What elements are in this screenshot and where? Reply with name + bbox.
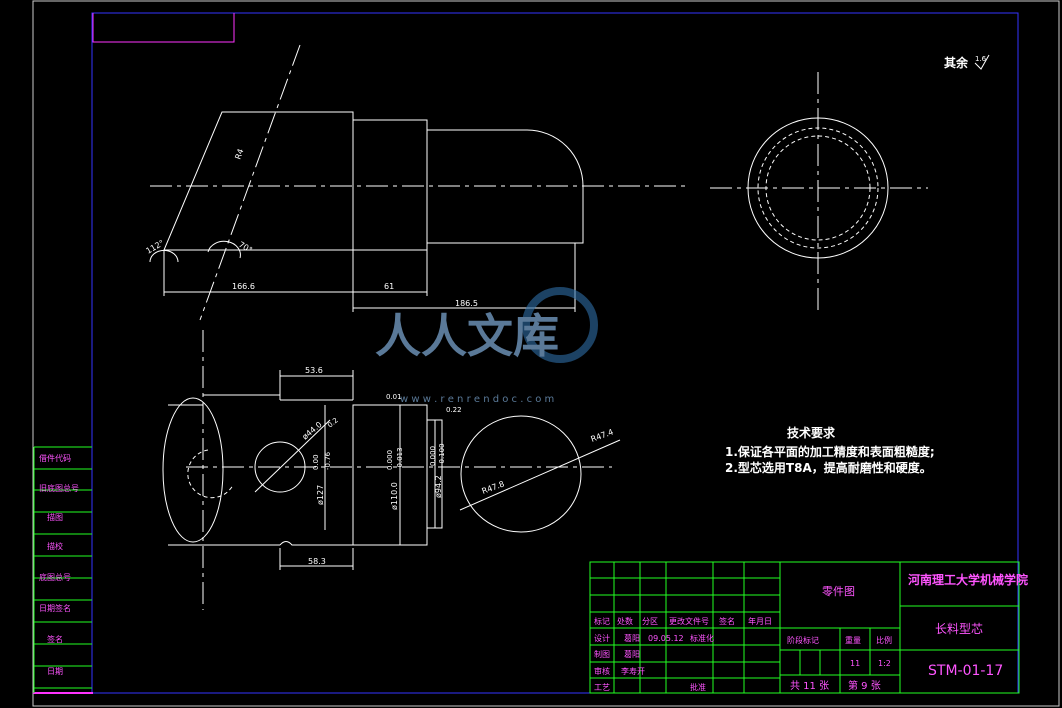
dim-dia-44: ø44.0: [301, 420, 324, 441]
end-view-circles: [710, 72, 928, 312]
hatched-middle-part: [352, 119, 428, 251]
dim-r47-8: R47.8: [481, 479, 506, 495]
side-label-5: 底图总号: [39, 572, 71, 582]
top-left-code-box: [92, 13, 235, 43]
dim-r47-4: R47.4: [590, 427, 615, 443]
watermark-url: w w w . r e n r e n d o c . c o m: [400, 394, 554, 405]
tb-check-name: 李寿开: [621, 666, 645, 676]
side-label-7: 签名: [47, 634, 63, 644]
dim-dia-127-up: 0.00: [312, 454, 320, 470]
tb-h-zone: 分区: [642, 617, 658, 626]
dim-angle-70: 70°: [237, 240, 254, 255]
tb-draw-name: 葛阳: [624, 649, 640, 659]
tb-weight-value: 11: [850, 659, 860, 668]
tb-proc-label: 工艺: [594, 683, 610, 692]
dim-58: 58.3: [308, 557, 326, 566]
tb-stage-label: 阶段标记: [787, 635, 819, 645]
watermark-text: 人人文库: [375, 309, 559, 363]
surface-finish-note: 其余 1.6: [944, 54, 990, 70]
dim-166: 166.6: [232, 282, 255, 291]
tb-design-label: 设计: [594, 633, 610, 643]
surface-finish-label: 其余: [944, 55, 969, 70]
tb-weight-label: 重量: [845, 635, 861, 645]
tb-h-count: 处数: [617, 616, 633, 626]
watermark: 人人文库 w w w . r e n r e n d o c . c o m: [375, 287, 598, 405]
side-label-2: 旧底图总号: [39, 483, 79, 493]
surface-finish-value: 1.6: [975, 55, 987, 63]
tb-design-date: 09.05.12: [648, 634, 684, 643]
gdt-value-2: 0.22: [446, 406, 462, 414]
dim-186: 186.5: [455, 299, 478, 308]
side-label-3: 描图: [47, 512, 63, 522]
side-label-6: 日期签名: [39, 603, 71, 613]
tb-approve-label: 批准: [690, 682, 706, 692]
outer-frame: [32, 0, 1060, 707]
middle-cylinder: [352, 404, 428, 546]
elliptical-end: [162, 397, 224, 543]
tb-sheet-no: 第 9 张: [848, 679, 881, 692]
tb-h-doc: 更改文件号: [669, 616, 709, 626]
dim-dia-127: ø127: [316, 485, 325, 505]
tb-h-sign: 签名: [719, 616, 735, 626]
tb-drawing-no: STM-01-17: [928, 663, 1003, 679]
tb-scale-label: 比例: [876, 635, 892, 645]
tb-check-label: 审核: [594, 666, 610, 676]
dim-dia-110-up: 0.000: [386, 450, 394, 470]
gdt-value-1: 0.01: [386, 393, 402, 401]
tb-drawing-type: 零件图: [822, 585, 855, 598]
section-view-top: 166.6 61 186.5 112° 70° R4: [145, 44, 690, 321]
dim-dia-94: ø94.2: [434, 475, 443, 498]
dim-dia-110-lo: -0.013: [396, 447, 404, 470]
tech-req-line2: 2.型芯选用T8A，提高耐磨性和硬度。: [725, 460, 932, 475]
side-label-column: 借件代码 旧底图总号 描图 描校 底图总号 日期签名 签名 日期: [33, 446, 92, 693]
dim-dia-44-tol: 0.2: [326, 416, 340, 429]
dim-dia-127-lo: -0.76: [324, 451, 332, 470]
dim-dia-94-up: 0.000: [429, 446, 437, 466]
side-label-1: 借件代码: [39, 453, 71, 463]
side-view-bottom: 53.6 58.3 ø44.0 0.2 ø127 0.00 -0.76 ø110…: [162, 330, 621, 610]
tech-req-line1: 1.保证各平面的加工精度和表面粗糙度;: [725, 444, 935, 459]
tb-std-label: 标准化: [690, 633, 714, 643]
watermark-logo-icon: [522, 287, 598, 363]
side-label-4: 描校: [47, 541, 63, 551]
roughness-symbol-icon: [974, 54, 990, 70]
end-ellipse: [460, 415, 582, 533]
tb-part-name: 长料型芯: [935, 622, 983, 636]
hidden-hole: [187, 449, 234, 499]
dim-61: 61: [384, 282, 394, 291]
technical-requirements: 技术要求 1.保证各平面的加工精度和表面粗糙度; 2.型芯选用T8A，提高耐磨性…: [725, 425, 935, 475]
tb-h-mark: 标记: [594, 616, 610, 626]
dim-dia-110: ø110.0: [390, 482, 399, 510]
tb-draw-label: 制图: [594, 649, 610, 659]
tb-org: 河南理工大学机械学院: [907, 572, 1028, 587]
dim-dia-94-lo: -0.100: [438, 443, 446, 466]
title-block: 标记 处数 分区 更改文件号 签名 年月日 设计 葛阳 09.05.12 标准化…: [589, 561, 1028, 694]
dim-53: 53.6: [305, 366, 323, 375]
tech-req-title: 技术要求: [787, 425, 836, 440]
tb-scale-value: 1:2: [878, 659, 891, 668]
tb-total-sheets: 共 11 张: [790, 680, 829, 692]
centerline-slant: [199, 44, 301, 321]
inner-frame: [91, 12, 1019, 694]
hatched-slanted-part: [163, 111, 354, 251]
tb-design-name: 葛阳: [624, 633, 640, 643]
tb-h-date: 年月日: [748, 616, 772, 626]
side-label-8: 日期: [47, 667, 63, 676]
dim-slant-r: R4: [233, 148, 245, 161]
